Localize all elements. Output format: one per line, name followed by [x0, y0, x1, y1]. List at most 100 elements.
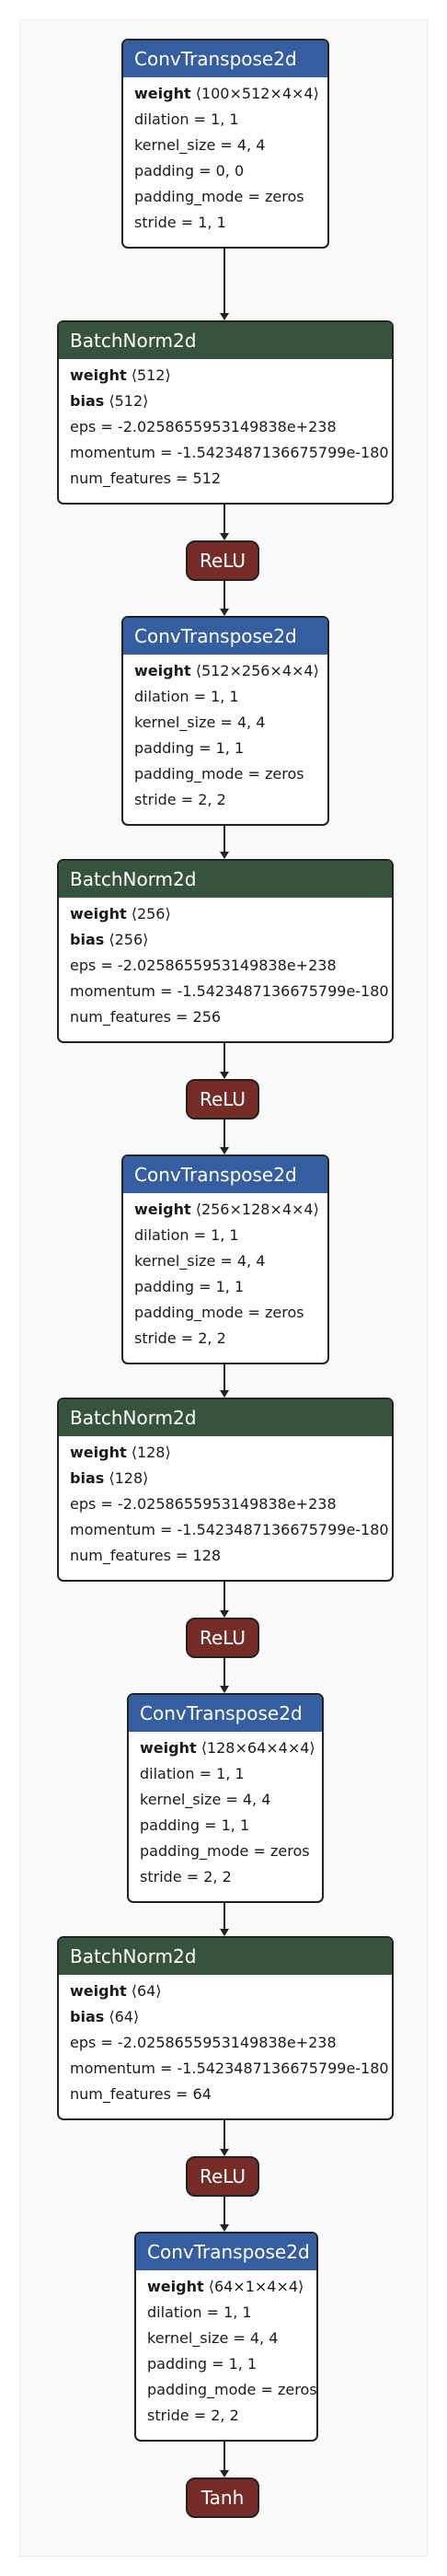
edge-arrowhead: [220, 533, 229, 540]
tensor-attribute: weight ⟨512⟩: [70, 363, 381, 389]
param-attribute: stride = 2, 2: [140, 1868, 232, 1886]
node-relu[interactable]: ReLU: [186, 540, 259, 581]
tensor-name: weight: [70, 366, 127, 384]
param-attribute: padding = 1, 1: [147, 2355, 258, 2373]
node-title: ConvTranspose2d: [123, 1156, 327, 1193]
tensor-shape: ⟨64×1×4×4⟩: [208, 2278, 304, 2295]
tensor-name: weight: [134, 85, 191, 102]
tensor-shape: ⟨128⟩: [109, 1469, 149, 1487]
param-attribute: padding_mode = zeros: [134, 188, 304, 205]
param-attribute: momentum = -1.5423487136675799e-180: [70, 982, 389, 1000]
node-title: BatchNorm2d: [59, 1938, 392, 1975]
node-attributes: weight ⟨64⟩bias ⟨64⟩eps = -2.02586559531…: [59, 1975, 392, 2111]
param-attribute: stride = 1, 1: [134, 214, 226, 231]
tensor-attribute: bias ⟨64⟩: [70, 2004, 381, 2030]
tensor-name: weight: [70, 1982, 127, 2000]
param-attribute: stride = 2, 2: [147, 2407, 239, 2424]
param-attribute: dilation = 1, 1: [140, 1765, 245, 1782]
param-attribute: kernel_size = 4, 4: [134, 1252, 266, 1270]
node-convtranspose2d[interactable]: ConvTranspose2d weight ⟨64×1×4×4⟩ dilation…: [134, 2232, 318, 2442]
tensor-shape: ⟨512×256×4×4⟩: [195, 662, 319, 679]
node-relu[interactable]: ReLU: [186, 2156, 259, 2197]
edge-arrowhead: [220, 1610, 229, 1618]
tensor-shape: ⟨256×128×4×4⟩: [195, 1201, 319, 1218]
tensor-shape: ⟨64⟩: [131, 1982, 162, 2000]
node-attributes: weight ⟨128×64×4×4⟩ dilation = 1, 1 kernel…: [129, 1732, 322, 1894]
tensor-attribute: bias ⟨512⟩: [70, 389, 381, 414]
param-attribute: padding_mode = zeros: [134, 1304, 304, 1321]
node-tanh[interactable]: Tanh: [186, 2477, 259, 2518]
node-title: ConvTranspose2d: [123, 618, 327, 655]
edge-arrowhead: [220, 1929, 229, 1936]
tensor-name: weight: [134, 662, 191, 679]
param-attribute: num_features = 64: [70, 2085, 212, 2103]
param-attribute: padding = 0, 0: [134, 162, 245, 180]
node-relu[interactable]: ReLU: [186, 1618, 259, 1658]
node-title: ConvTranspose2d: [136, 2234, 316, 2270]
param-attribute: padding_mode = zeros: [134, 765, 304, 783]
edge-arrowhead: [220, 313, 229, 320]
param-attribute: dilation = 1, 1: [147, 2303, 252, 2321]
param-attribute: momentum = -1.5423487136675799e-180: [70, 1521, 389, 1538]
edge-arrowhead: [220, 1686, 229, 1693]
node-attributes: weight ⟨64×1×4×4⟩ dilation = 1, 1 kernel_s…: [136, 2270, 316, 2432]
tensor-name: weight: [70, 1444, 127, 1461]
param-attribute: padding = 1, 1: [140, 1816, 250, 1834]
param-attribute: kernel_size = 4, 4: [140, 1791, 271, 1808]
node-relu[interactable]: ReLU: [186, 1079, 259, 1120]
param-attribute: kernel_size = 4, 4: [134, 714, 266, 731]
tensor-shape: ⟨512⟩: [131, 366, 171, 384]
edge-arrowhead: [220, 2149, 229, 2156]
node-title: BatchNorm2d: [59, 1399, 392, 1436]
tensor-name: bias: [70, 392, 105, 410]
node-attributes: weight ⟨256×128×4×4⟩ dilation = 1, 1 kerne…: [123, 1193, 327, 1355]
node-attributes: weight ⟨256⟩bias ⟨256⟩eps = -2.025865595…: [59, 898, 392, 1034]
node-attributes: weight ⟨512⟩bias ⟨512⟩eps = -2.025865595…: [59, 359, 392, 495]
tensor-name: bias: [70, 2008, 105, 2025]
param-attribute: kernel_size = 4, 4: [134, 136, 266, 154]
param-attribute: kernel_size = 4, 4: [147, 2329, 279, 2347]
param-attribute: momentum = -1.5423487136675799e-180: [70, 444, 389, 461]
param-attribute: momentum = -1.5423487136675799e-180: [70, 2060, 389, 2077]
tensor-name: weight: [140, 1739, 197, 1757]
graph-edges: [220, 249, 229, 2477]
edge-arrowhead: [220, 1390, 229, 1398]
node-title: BatchNorm2d: [59, 322, 392, 359]
param-attribute: stride = 2, 2: [134, 1329, 226, 1347]
param-attribute: padding = 1, 1: [134, 739, 245, 757]
tensor-attribute: weight ⟨64⟩: [70, 1978, 381, 2004]
param-attribute: padding = 1, 1: [134, 1278, 245, 1295]
param-attribute: dilation = 1, 1: [134, 110, 239, 128]
tensor-shape: ⟨256⟩: [109, 931, 149, 948]
node-attributes: weight ⟨128⟩bias ⟨128⟩eps = -2.025865595…: [59, 1436, 392, 1572]
tensor-shape: ⟨512⟩: [109, 392, 149, 410]
param-attribute: num_features = 128: [70, 1547, 222, 1564]
tensor-name: weight: [147, 2278, 204, 2295]
edge-arrowhead: [220, 1072, 229, 1079]
param-attribute: padding_mode = zeros: [140, 1842, 310, 1860]
edge-arrowhead: [220, 1147, 229, 1155]
param-attribute: num_features = 256: [70, 1008, 222, 1026]
tensor-attribute: bias ⟨128⟩: [70, 1466, 381, 1491]
edge-arrowhead: [220, 852, 229, 859]
tensor-shape: ⟨128×64×4×4⟩: [201, 1739, 315, 1757]
tensor-name: weight: [134, 1201, 191, 1218]
param-attribute: eps = -2.0258655953149838e+238: [70, 2034, 337, 2051]
node-attributes: weight ⟨100×512×4×4⟩ dilation = 1, 1 kerne…: [123, 77, 327, 239]
param-attribute: eps = -2.0258655953149838e+238: [70, 418, 337, 435]
param-attribute: padding_mode = zeros: [147, 2381, 317, 2398]
tensor-name: bias: [70, 1469, 105, 1487]
node-convtranspose2d[interactable]: ConvTranspose2d weight ⟨256×128×4×4⟩ dilat…: [121, 1155, 329, 1364]
tensor-attribute: weight ⟨100×512×4×4⟩: [134, 81, 319, 107]
param-attribute: dilation = 1, 1: [134, 1226, 239, 1244]
tensor-shape: ⟨100×512×4×4⟩: [195, 85, 319, 102]
edge-arrowhead: [220, 609, 229, 616]
